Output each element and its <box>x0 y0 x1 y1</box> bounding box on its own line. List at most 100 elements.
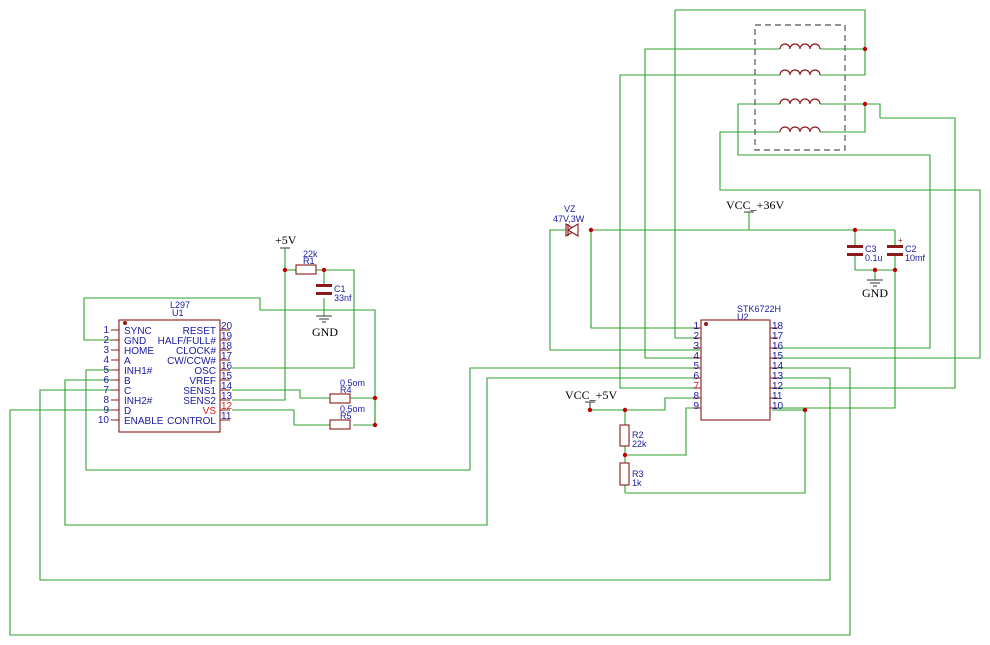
gnd-right-label: GND <box>862 286 888 300</box>
u2-pin-number: 12 <box>772 381 784 392</box>
u1-pin-name: INH1# <box>124 366 153 377</box>
r1-ref: R1 <box>303 256 315 266</box>
r3-value: 1k <box>632 478 642 488</box>
r1-resistor: 22k R1 <box>295 249 318 275</box>
u1-pin-name: D <box>124 406 131 417</box>
c2-value: 10mf <box>905 253 926 263</box>
u1-pin-name: B <box>124 376 131 387</box>
power-36v: VCC_+36V <box>726 198 784 213</box>
u2-pin-number: 18 <box>772 321 784 332</box>
u1-pin-name: ENABLE <box>124 416 164 427</box>
wire-u1-pin6-to-u2-pin6 <box>64 377 700 526</box>
u1-pin-number: 14 <box>221 381 233 392</box>
c1-capacitor: C1 33nf <box>316 284 352 303</box>
r5-ref: R5 <box>340 411 352 421</box>
c2-ref: C2 <box>905 244 917 254</box>
u1-pin-number: 4 <box>103 355 109 366</box>
vcc5-right-label: VCC_+5V <box>565 388 617 402</box>
u1-body <box>118 319 221 433</box>
u1-pin-name: HOME <box>124 346 154 357</box>
u1-pin-number: 18 <box>221 341 233 352</box>
r4-resistor: 0.5om R4 <box>329 378 365 404</box>
u1-pin-number: 3 <box>103 345 109 356</box>
u1-pin-name: HALF/FULL# <box>158 336 217 347</box>
u1-pin-number: 2 <box>103 335 109 346</box>
u1-pin-name: C <box>124 386 131 397</box>
u1-pin-number: 8 <box>103 395 109 406</box>
coil-3 <box>779 98 821 105</box>
stepper-motor <box>754 24 846 151</box>
u1-pin-name: SYNC <box>124 326 152 337</box>
r2-value: 22k <box>632 439 647 449</box>
wire-u1-pin7-to-u2-pin13 <box>39 377 831 581</box>
u1-ref-label: U1 <box>172 308 184 318</box>
u2-pin-number: 4 <box>693 351 699 362</box>
u1-pin-number: 9 <box>103 405 109 416</box>
coil-4 <box>779 126 821 133</box>
u1-pin-number: 12 <box>221 401 233 412</box>
coil-2 <box>779 69 821 76</box>
u1-pin-number: 15 <box>221 371 233 382</box>
u1-pin-name: INH2# <box>124 396 153 407</box>
u1-pin-number: 10 <box>98 415 110 426</box>
coil-1 <box>779 43 821 50</box>
u2-pin-number: 6 <box>693 371 699 382</box>
c3-value: 0.1u <box>865 253 883 263</box>
u2-pin-number: 5 <box>693 361 699 372</box>
u1-pin-name: VS <box>203 406 217 417</box>
u1-pin-number: 7 <box>103 385 109 396</box>
r3-resistor: R3 1k <box>619 462 644 488</box>
r1-value: 22k <box>303 249 318 259</box>
svg-text:+: + <box>898 236 903 245</box>
wires <box>9 9 981 636</box>
u2-pin-number: 7 <box>693 381 699 392</box>
u1-part-label: L297 <box>170 300 190 310</box>
u1-pin-name: CLOCK# <box>176 346 216 357</box>
r4-value: 0.5om <box>340 378 365 388</box>
c3-capacitor: C3 0.1u <box>847 244 883 263</box>
u1-pin-number: 1 <box>103 325 109 336</box>
u1-pin-name: VREF <box>189 376 216 387</box>
u1-pin-name: A <box>124 356 131 367</box>
u2-body <box>700 319 771 421</box>
u2-pin-number: 10 <box>772 401 784 412</box>
u1-pin-number: 6 <box>103 375 109 386</box>
power-gnd-left: GND <box>312 315 338 339</box>
u2-pin-number: 1 <box>693 321 699 332</box>
u2-pin-number: 13 <box>772 371 784 382</box>
u1-pin-number: 16 <box>221 361 233 372</box>
power-gnd-right: GND <box>862 279 888 300</box>
u1-pin-name: SENS2 <box>183 396 216 407</box>
u1-pin-number: 20 <box>221 321 233 332</box>
u1-pin-name: SENS1 <box>183 386 216 397</box>
u1-pin-name: CONTROL <box>167 416 216 427</box>
u2-pin-number: 17 <box>772 331 784 342</box>
r5-resistor: 0.5om R5 <box>329 404 365 430</box>
c2-electrolytic-capacitor: + C2 10mf <box>887 236 926 263</box>
u2-pin-number: 9 <box>693 401 699 412</box>
u2-pin-number: 11 <box>772 391 783 402</box>
gnd-left-label: GND <box>312 325 338 339</box>
power-5v-top: +5V <box>275 233 297 249</box>
wire-5v-rail <box>232 270 286 401</box>
r4-ref: R4 <box>340 385 352 395</box>
u2-part-label: STK6722H <box>737 304 781 314</box>
u1-pin-name: RESET <box>183 326 216 337</box>
r2-ref: R2 <box>632 430 644 440</box>
u2-pin-number: 16 <box>772 341 784 352</box>
u1-pin-name: OSC <box>194 366 216 377</box>
vz-value: 47V,3W <box>553 214 585 224</box>
junctions <box>282 46 898 458</box>
vz-ref: VZ <box>564 204 576 214</box>
r2-resistor: R2 22k <box>619 424 647 449</box>
power-5v-right: VCC_+5V <box>565 388 617 410</box>
motor-outline <box>754 24 846 151</box>
wire-u1-pin5-to-u2-pin5 <box>85 367 700 471</box>
vz-zener-diode: VZ 47V,3W <box>553 204 585 237</box>
u1-pin-name: CW/CCW# <box>167 356 216 367</box>
u2-pin-number: 14 <box>772 361 784 372</box>
r3-ref: R3 <box>632 469 644 479</box>
u2-pin-number: 2 <box>693 331 699 342</box>
